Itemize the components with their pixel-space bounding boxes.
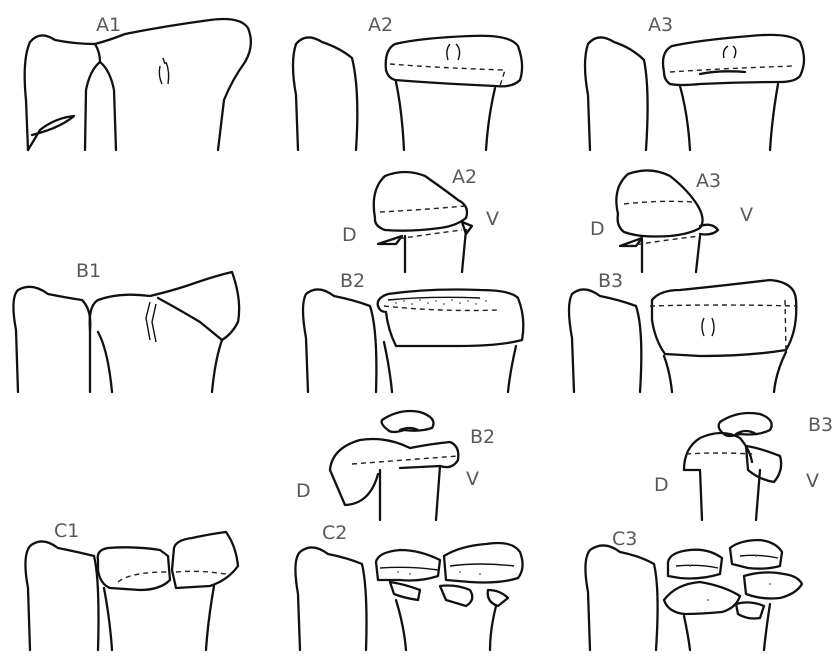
diagram-b2-lateral xyxy=(330,411,458,520)
diagram-a3 xyxy=(585,35,804,150)
label-b2: B2 xyxy=(340,272,365,291)
label-a1: A1 xyxy=(96,16,121,35)
diagram-b2 xyxy=(303,289,523,392)
label-volar-b2: V xyxy=(466,470,479,489)
diagram-a1 xyxy=(25,19,251,150)
diagram-c2 xyxy=(295,543,522,650)
diagram-a2 xyxy=(293,36,522,150)
label-dorsal-b2: D xyxy=(296,482,311,501)
diagram-b3-lateral xyxy=(684,413,781,520)
label-c1: C1 xyxy=(54,522,79,541)
label-dorsal-a2: D xyxy=(342,226,357,245)
diagram-b1 xyxy=(13,272,239,392)
label-a3: A3 xyxy=(648,16,673,35)
label-volar-a2: V xyxy=(486,210,499,229)
diagram-b3 xyxy=(569,280,796,392)
label-b2-lateral: B2 xyxy=(470,428,495,447)
diagram-c1 xyxy=(25,532,238,650)
fracture-stipple xyxy=(395,299,771,601)
label-a2-lateral: A2 xyxy=(452,168,477,187)
label-b3-lateral: B3 xyxy=(808,416,833,435)
label-volar-a3: V xyxy=(740,206,753,225)
label-c2: C2 xyxy=(322,524,347,543)
label-a2: A2 xyxy=(368,16,393,35)
label-b1: B1 xyxy=(76,262,101,281)
label-c3: C3 xyxy=(612,530,637,549)
label-a3-lateral: A3 xyxy=(696,172,721,191)
label-dorsal-b3: D xyxy=(654,476,669,495)
label-b3: B3 xyxy=(598,272,623,291)
diagram-c3 xyxy=(585,540,802,650)
label-volar-b3: V xyxy=(806,472,819,491)
label-dorsal-a3: D xyxy=(590,220,605,239)
